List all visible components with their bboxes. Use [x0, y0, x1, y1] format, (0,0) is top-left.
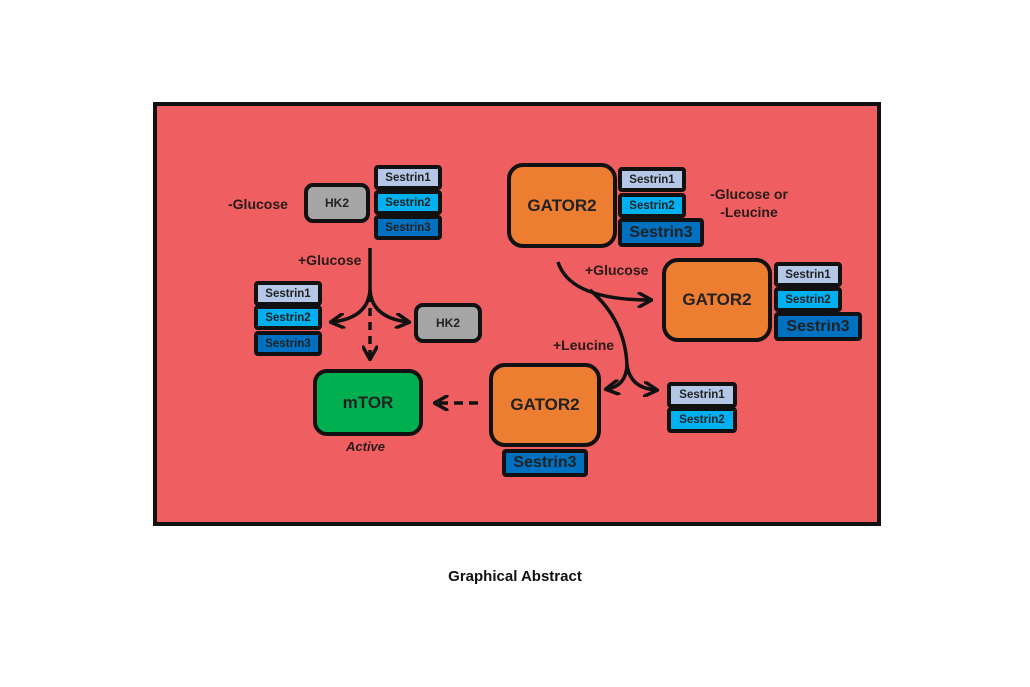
plus-glucose-label: +Glucose — [298, 252, 362, 268]
gator2-node: GATOR2 — [507, 163, 617, 248]
leucine-sestrin3-node: Sestrin3 — [502, 449, 588, 477]
glucose-sestrin2-node: Sestrin2 — [774, 287, 842, 312]
glucose-sestrin3-node: Sestrin3 — [774, 312, 862, 341]
leucine-gator2-node: GATOR2 — [489, 363, 601, 447]
glucose-or-leucine-label: -Glucose or -Leucine — [704, 185, 794, 221]
sestrin1-node: Sestrin1 — [374, 165, 442, 190]
glucose-sestrin1-node: Sestrin1 — [774, 262, 842, 287]
caption: Graphical Abstract — [448, 568, 582, 585]
mtor-node: mTOR — [313, 369, 423, 436]
hk2-node: HK2 — [304, 183, 370, 223]
gator2-sestrin3-node: Sestrin3 — [618, 218, 704, 247]
gator2-sestrin2-node: Sestrin2 — [618, 193, 686, 218]
minus-glucose-label: -Glucose — [228, 196, 288, 212]
sestrin2-node: Sestrin2 — [374, 190, 442, 215]
released-hk2-node: HK2 — [414, 303, 482, 343]
condition-line1: -Glucose or — [710, 186, 788, 202]
condition-line2: -Leucine — [720, 204, 778, 220]
plus-leucine-label: +Leucine — [553, 337, 615, 353]
gator2-sestrin1-node: Sestrin1 — [618, 167, 686, 192]
leucine-released-sestrin2-node: Sestrin2 — [667, 407, 737, 433]
released-sestrin1-node: Sestrin1 — [254, 281, 322, 306]
branch-plus-glucose-label: +Glucose — [585, 262, 649, 278]
released-sestrin3-node: Sestrin3 — [254, 331, 322, 356]
mtor-state-label: Active — [346, 439, 386, 454]
glucose-gator2-node: GATOR2 — [662, 258, 772, 342]
sestrin3-node: Sestrin3 — [374, 215, 442, 240]
released-sestrin2-node: Sestrin2 — [254, 305, 322, 330]
leucine-released-sestrin1-node: Sestrin1 — [667, 382, 737, 408]
